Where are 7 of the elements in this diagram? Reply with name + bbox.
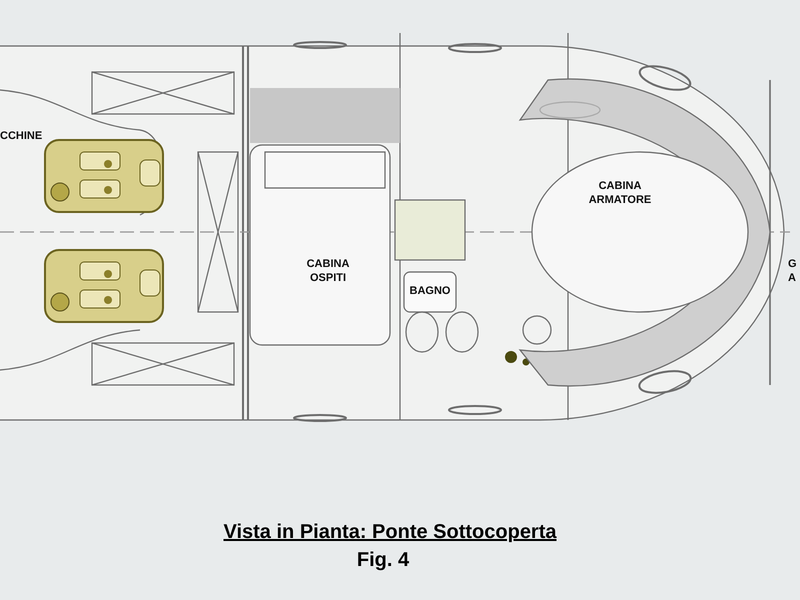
room-label: G A [788,258,798,286]
room-label: CCHINE [0,130,44,144]
room-label: BAGNO [408,285,452,299]
room-label: CABINA OSPITI [306,258,350,286]
figure-number: Fig. 4 [356,548,410,573]
room-label: CABINA ARMATORE [588,180,652,208]
figure-caption: Vista in Pianta: Ponte Sottocoperta [222,520,558,545]
